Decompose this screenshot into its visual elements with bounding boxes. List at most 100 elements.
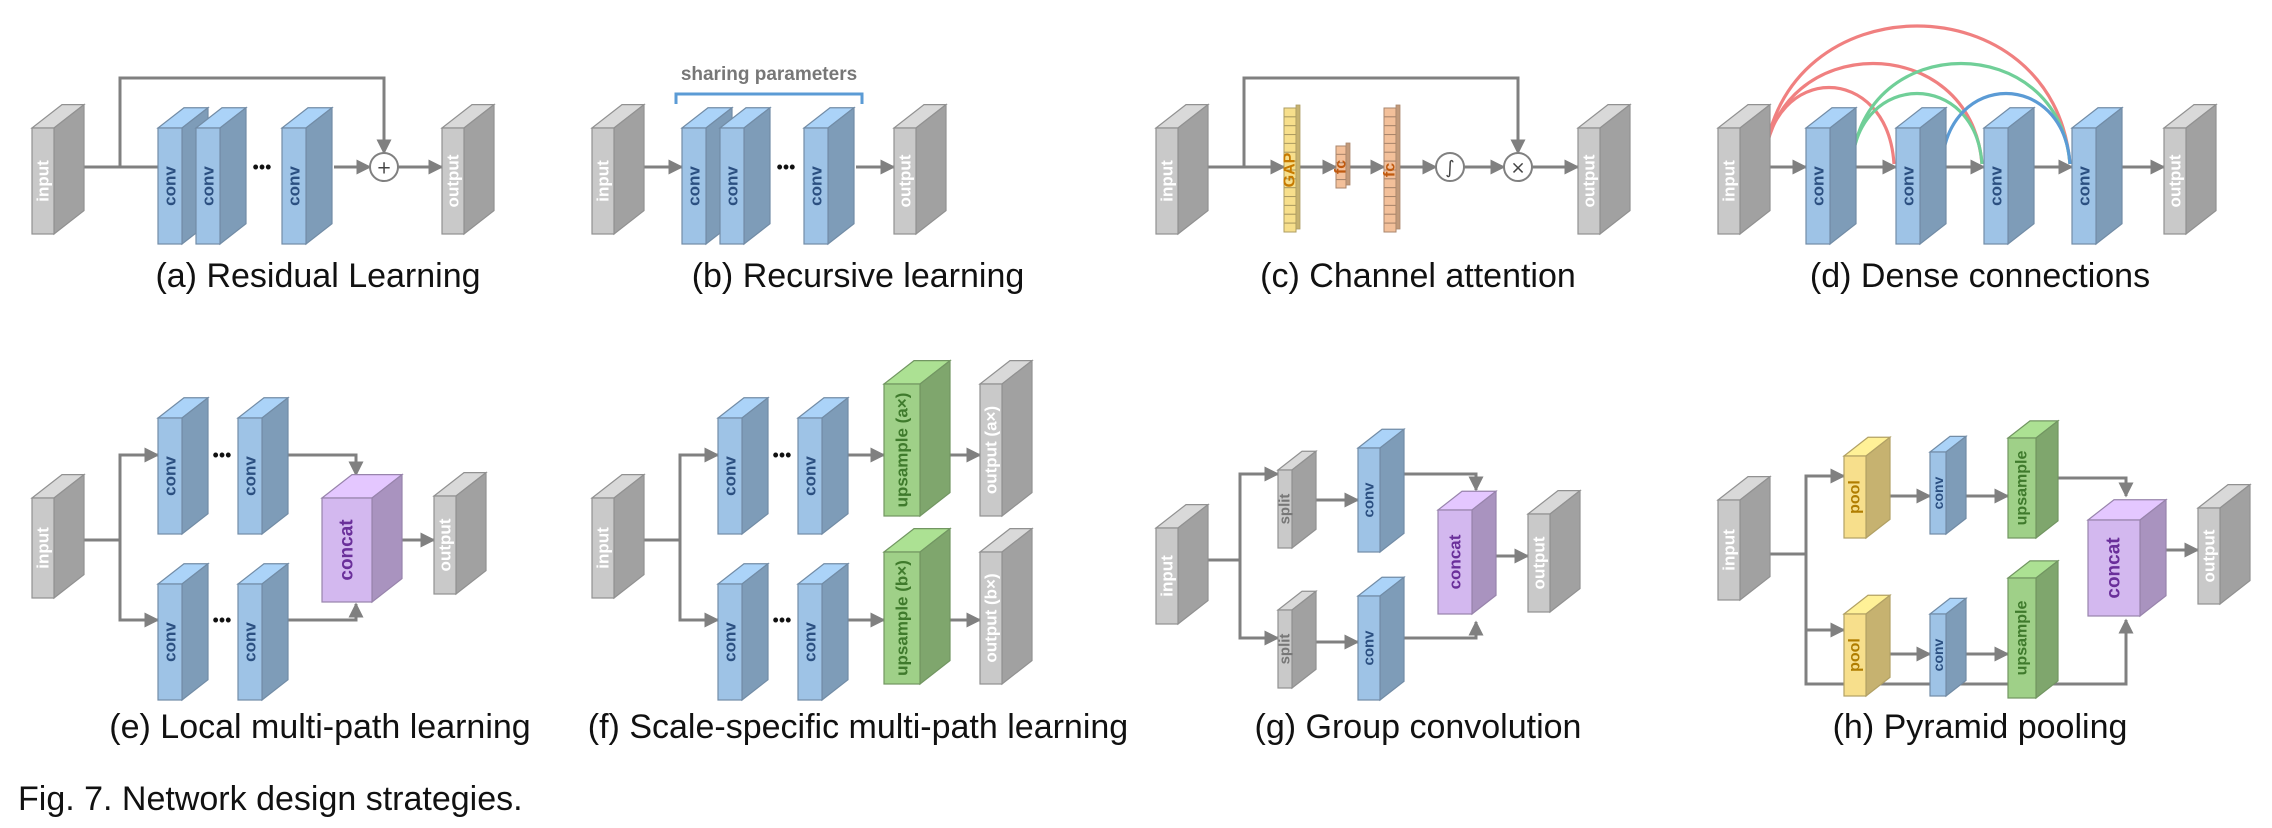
conv-block-d1-label: conv [1809,166,1828,206]
split-block-g2-label: split [1277,634,1294,665]
input-block-a: input [30,103,86,236]
caption-c: (c) Channel attention [1260,257,1576,295]
input-block-b-label: input [594,160,613,202]
input-block-g-label: input [1158,555,1177,597]
output-block-fa: output (a×) [978,359,1034,518]
concat-block-h: concat [2086,498,2168,618]
conv-block-d2: conv [1894,106,1948,246]
input-block-d-label: input [1720,160,1739,202]
output-block-fa-label: output (a×) [982,406,1001,494]
output-block-h: output [2196,483,2252,606]
conv-block-f4: conv [796,562,850,702]
upsample-block-b: upsample (b×) [882,527,952,686]
dense-arc-red-1 [1762,24,2072,165]
concat-block-g-label: concat [1446,534,1465,589]
output-block-d: output [2162,103,2218,236]
input-block-f: input [590,473,646,600]
caption-g: (g) Group convolution [1255,708,1582,746]
conv-block-f1-label: conv [721,456,740,496]
dense-arc-green-2 [1850,91,1984,165]
connector [1242,76,1526,167]
input-block-c-label: input [1158,160,1177,202]
conv-block-b2-label: conv [723,166,742,206]
fc-vector-2-label: fc [1382,163,1399,177]
operators: •••+•••sharing parameters∫×•••••••••••• [213,64,1533,630]
output-block-e: output [432,471,488,596]
ellipsis-dots-f2: ••• [773,610,792,630]
gap-vector-label: GAP [1282,152,1299,187]
sigmoid-operator: ∫ [1435,152,1465,182]
gap-vector: GAP [1282,104,1301,233]
conv-block-e2-label: conv [241,456,260,496]
connector [288,453,364,477]
output-block-h-label: output [2200,529,2219,582]
connector [1238,560,1280,646]
output-block-e-label: output [436,518,455,571]
upsample-block-h1: upsample [2006,419,2060,540]
fc-vector-1-label: fc [1333,160,1350,174]
caption-h: (h) Pyramid pooling [1833,708,2128,746]
concat-block-h-label: concat [2104,537,2125,599]
concat-block-e: concat [320,473,404,604]
conv-block-a3-label: conv [285,166,304,206]
conv-block-a2-label: conv [199,166,218,206]
conv-block-a3: conv [280,106,334,246]
concat-block-g: concat [1436,490,1498,616]
conv-block-a1-label: conv [161,166,180,206]
figure-caption: Fig. 7. Network design strategies. [18,780,523,818]
fc-vector-2: fc [1382,104,1401,233]
conv-block-g2-label: conv [1361,630,1378,666]
pool-block-h1: pool [1842,436,1892,540]
svg-text:+: + [376,158,391,179]
output-block-fb: output (b×) [978,527,1034,686]
conv-block-b2: conv [718,106,772,246]
dense-arcs [1762,24,2072,165]
pool-block-h1-label: pool [1847,480,1864,514]
blocks: input conv conv conv output input conv conv conv… [30,103,2252,702]
output-block-a: output [440,103,496,236]
input-block-f-label: input [594,527,613,569]
conv-block-d4-label: conv [2075,166,2094,206]
conv-block-f3: conv [716,562,770,702]
dense-arc-blue [1940,91,2072,165]
svg-text:×: × [1510,158,1525,179]
conv-block-h2: conv [1928,597,1968,698]
connector [1804,554,2134,686]
input-block-g: input [1154,503,1210,626]
connector [118,76,392,167]
conv-block-d2-label: conv [1899,166,1918,206]
connector [1804,554,1846,638]
output-block-fb-label: output (b×) [982,573,1001,662]
upsample-block-h2-label: upsample [2014,601,2031,676]
ellipsis-dots-b: ••• [777,157,796,177]
caption-a: (a) Residual Learning [155,257,480,295]
conv-block-d3: conv [1982,106,2036,246]
conv-block-e3: conv [156,562,210,702]
caption-e: (e) Local multi-path learning [109,708,530,746]
input-block-e-label: input [34,527,53,569]
conv-block-f4-label: conv [801,622,820,662]
upsample-block-b-label: upsample (b×) [893,560,912,676]
output-block-b: output [892,103,948,236]
output-block-g: output [1526,489,1582,614]
upsample-block-h1-label: upsample [2014,451,2031,526]
input-block-b: input [590,103,646,236]
caption-f: (f) Scale-specific multi-path learning [588,708,1128,746]
conv-block-e1: conv [156,396,210,536]
conv-block-f2-label: conv [801,456,820,496]
sharing-bracket [674,92,864,104]
split-block-g1-label: split [1277,494,1294,525]
connector [1238,466,1280,560]
caption-d: (d) Dense connections [1810,257,2150,295]
conv-block-h1-label: conv [1930,476,1946,509]
caption-b: (b) Recursive learning [692,257,1025,295]
conv-block-d3-label: conv [1987,166,2006,206]
split-block-g1: split [1276,450,1318,550]
concat-block-e-label: concat [337,519,358,581]
conv-block-a2: conv [194,106,248,246]
conv-block-b1-label: conv [685,166,704,206]
input-block-c: input [1154,103,1210,236]
conv-block-b3-label: conv [807,166,826,206]
connector [1804,468,1846,554]
output-block-c-label: output [1580,154,1599,207]
